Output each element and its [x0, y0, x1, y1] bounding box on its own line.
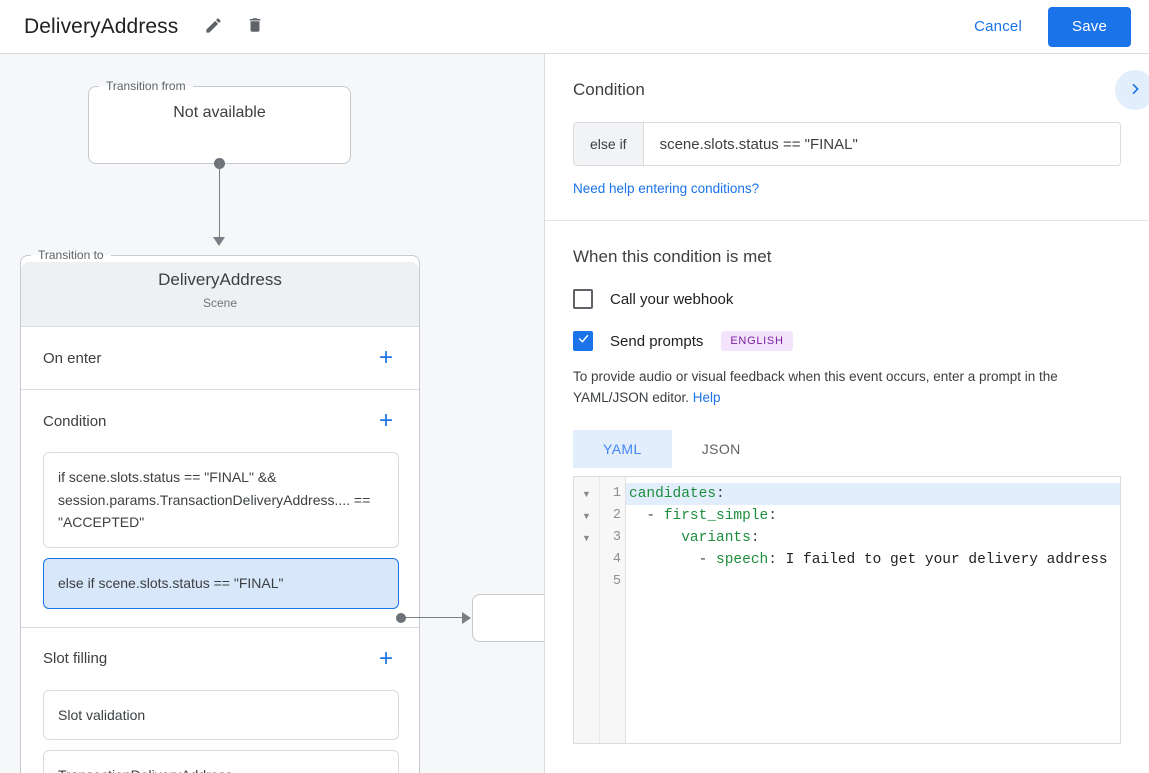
- code-line[interactable]: variants:: [681, 530, 760, 547]
- editor-body: Transition from Not available Transition…: [0, 54, 1149, 773]
- condition-list: if scene.slots.status == "FINAL" && sess…: [21, 452, 419, 627]
- trash-icon: [246, 16, 264, 37]
- condition-help-link[interactable]: Need help entering conditions?: [573, 181, 760, 196]
- condition-heading: Condition: [573, 80, 645, 99]
- transition-to-subtitle: Scene: [202, 296, 238, 310]
- condition-expression-input[interactable]: [643, 123, 1120, 165]
- slot-filling-list: Slot validation TransactionDeliveryAddre…: [21, 689, 419, 773]
- branch-connector-dot: [396, 613, 406, 623]
- section-label-slot-filling: Slot filling: [43, 650, 108, 668]
- condition-card-if[interactable]: if scene.slots.status == "FINAL" && sess…: [43, 452, 399, 549]
- condition-input-row: else if: [573, 122, 1121, 166]
- branch-connector-line: [404, 617, 464, 618]
- call-webhook-checkbox[interactable]: [573, 289, 593, 309]
- section-on-enter: On enter +: [21, 327, 419, 389]
- section-header-on-enter: On enter +: [21, 327, 419, 389]
- section-label-condition: Condition: [43, 412, 107, 430]
- line-number-gutter: 1 2 3 4 5: [600, 477, 626, 744]
- connector-arrow-down: [213, 237, 225, 246]
- line-number: 4: [612, 552, 621, 568]
- branch-connector-arrow: [462, 612, 471, 624]
- detail-pane: Condition else if Need help entering con…: [545, 54, 1149, 773]
- language-badge: ENGLISH: [721, 331, 793, 351]
- divider: [21, 626, 419, 628]
- code-line[interactable]: candidates:: [626, 483, 1120, 506]
- send-prompts-checkbox[interactable]: [573, 331, 593, 351]
- send-prompts-label: Send prompts: [610, 332, 704, 350]
- code-line[interactable]: - first_simple:: [629, 508, 777, 525]
- line-number: 2: [612, 508, 621, 524]
- editor-format-tabs: YAML JSON: [573, 430, 1121, 469]
- fold-gutter-spacer: [574, 571, 599, 593]
- tab-yaml[interactable]: YAML: [573, 430, 672, 469]
- chevron-right-icon: [1127, 81, 1143, 100]
- transition-to-title: DeliveryAddress: [158, 270, 282, 289]
- fold-toggle-icon[interactable]: ▼: [582, 489, 591, 500]
- transition-to-node: Transition to DeliveryAddress Scene On e…: [20, 248, 420, 773]
- transaction-delivery-address-card[interactable]: TransactionDeliveryAddress: [43, 750, 399, 773]
- fold-gutter-spacer: [574, 549, 599, 571]
- prompts-help-link[interactable]: Help: [692, 389, 721, 405]
- section-header-slot-filling: Slot filling +: [21, 628, 419, 690]
- code-line[interactable]: [626, 571, 1120, 593]
- transition-from-value: Not available: [173, 104, 266, 121]
- when-met-heading: When this condition is met: [573, 247, 772, 266]
- call-webhook-label: Call your webhook: [610, 290, 734, 308]
- prompts-description: To provide audio or visual feedback when…: [573, 367, 1121, 408]
- condition-section: Condition else if Need help entering con…: [545, 54, 1149, 220]
- page-title: DeliveryAddress: [24, 14, 179, 38]
- add-slot-filling-button[interactable]: +: [373, 646, 399, 672]
- yaml-editor[interactable]: ▼ ▼ ▼ 1 2 3 4 5 candidates: - first_simple: va…: [573, 476, 1121, 745]
- connector-line-vertical: [219, 163, 220, 241]
- pencil-icon: [204, 16, 223, 38]
- save-button[interactable]: Save: [1048, 6, 1131, 47]
- line-number: 3: [612, 530, 621, 546]
- slot-validation-card[interactable]: Slot validation: [43, 689, 399, 741]
- transition-from-legend: Transition from: [106, 79, 186, 93]
- divider: [21, 389, 419, 390]
- code-line[interactable]: - speech: I failed to get your delivery …: [629, 552, 1108, 569]
- tab-json[interactable]: JSON: [672, 430, 771, 468]
- section-slot-filling: Slot filling + Slot validation Transacti…: [21, 628, 419, 773]
- pane-divider: [545, 220, 1149, 221]
- code-area[interactable]: candidates: - first_simple: variants: - …: [626, 477, 1120, 743]
- transition-to-legend: Transition to: [38, 248, 104, 262]
- fold-toggle-icon[interactable]: ▼: [582, 511, 591, 522]
- webhook-row[interactable]: Call your webhook: [573, 289, 1121, 309]
- expand-panel-button[interactable]: [1115, 70, 1149, 110]
- fold-gutter: ▼ ▼ ▼: [574, 477, 600, 744]
- add-condition-button[interactable]: +: [373, 408, 399, 434]
- prompts-description-text: To provide audio or visual feedback when…: [573, 369, 1058, 405]
- fold-toggle-icon[interactable]: ▼: [582, 533, 591, 544]
- when-condition-met-section: When this condition is met Call your web…: [545, 221, 1149, 766]
- edit-button[interactable]: [196, 10, 230, 44]
- condition-card-else-if[interactable]: else if scene.slots.status == "FINAL": [43, 558, 399, 609]
- app-header: DeliveryAddress Cancel Save: [0, 0, 1149, 54]
- section-label-on-enter: On enter: [43, 349, 102, 367]
- transition-from-node[interactable]: Transition from Not available: [88, 79, 351, 164]
- delete-button[interactable]: [238, 10, 272, 44]
- condition-prefix-label: else if: [574, 123, 644, 165]
- cancel-button[interactable]: Cancel: [960, 10, 1036, 43]
- checkmark-icon: [577, 332, 590, 350]
- target-node-placeholder[interactable]: [472, 594, 544, 642]
- line-number: 1: [612, 486, 621, 502]
- graph-pane: Transition from Not available Transition…: [0, 54, 545, 773]
- transition-to-header[interactable]: DeliveryAddress Scene: [21, 262, 419, 327]
- add-on-enter-button[interactable]: +: [373, 345, 399, 371]
- section-header-condition: Condition +: [21, 390, 419, 452]
- send-prompts-row[interactable]: Send prompts ENGLISH: [573, 331, 1121, 351]
- line-number: 5: [612, 574, 621, 590]
- section-condition: Condition + if scene.slots.status == "FI…: [21, 390, 419, 627]
